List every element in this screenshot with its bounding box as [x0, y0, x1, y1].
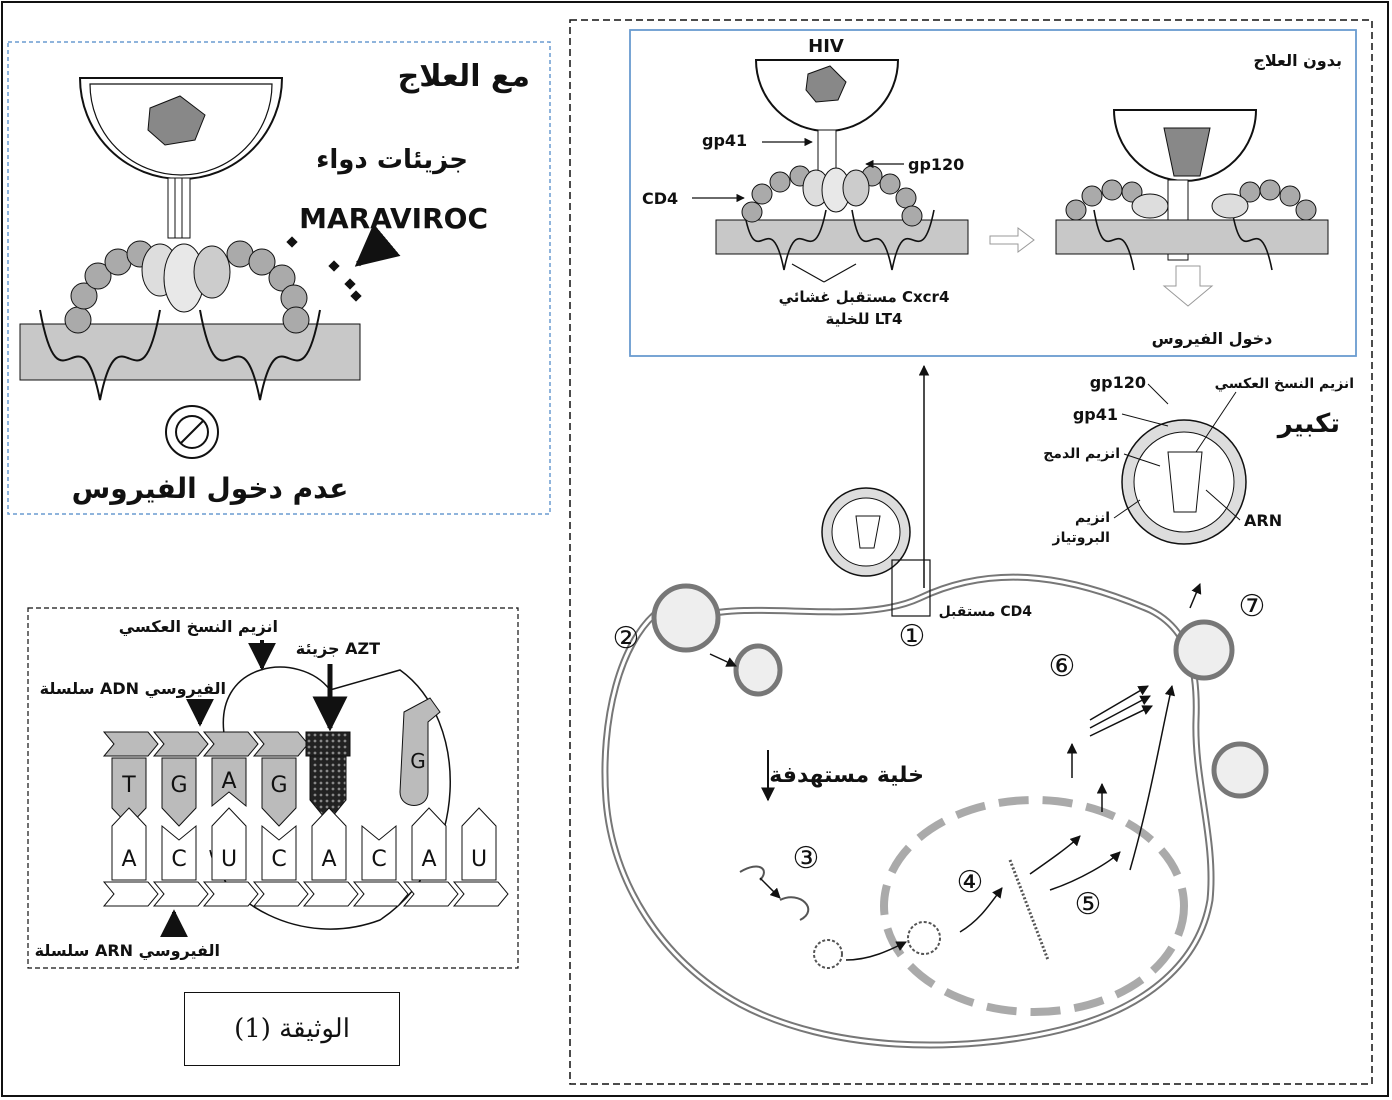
receptor-arrows [791, 263, 857, 283]
gp120-label: gp120 [908, 155, 964, 174]
svg-text:C: C [171, 847, 186, 872]
no-entry-icon [165, 405, 219, 459]
drug-name: MARAVIROC [299, 202, 488, 235]
treatment-panel-border [7, 41, 551, 515]
rt-enzyme-label: انزيم النسخ العكسي [1215, 376, 1354, 392]
free-virus [821, 487, 911, 577]
step5-arrow-b [1049, 851, 1121, 891]
svg-text:A: A [321, 847, 336, 872]
rna-backbone [102, 881, 509, 907]
step4-arrow [959, 887, 1003, 933]
azt-molecule [305, 731, 351, 757]
rna-bases [111, 807, 497, 881]
target-cell-inner [603, 575, 1213, 1047]
step2-arrow [709, 653, 737, 667]
integrase-label: انزيم الدمج [1043, 446, 1120, 462]
reverse-transcription [739, 865, 941, 969]
treatment-result: عدم دخول الفيروس [72, 472, 349, 505]
cd4-receptor-label: مستقبل CD4 [939, 604, 1033, 620]
arn-label: ARN [1244, 511, 1282, 530]
treatment-title: مع العلاج [398, 59, 530, 94]
step-4: ④ [957, 865, 984, 900]
svg-text:C: C [371, 847, 386, 872]
step3-arrow-a [759, 877, 781, 899]
step3-arrow-b [845, 941, 907, 961]
document-label: الوثيقة (1) [184, 992, 400, 1066]
svg-text:G: G [270, 773, 287, 798]
svg-text:A: A [421, 847, 436, 872]
integrated-dna [1008, 859, 1050, 961]
receptor-complex [64, 240, 310, 334]
cycle-panel-border [569, 19, 1373, 1085]
receptor-label-2: للخلية LT4 [826, 310, 903, 328]
enlarged-virus [1121, 419, 1247, 545]
step-5: ⑤ [1075, 887, 1102, 922]
azt-base [309, 755, 347, 823]
svg-text:U: U [221, 847, 237, 872]
protease-label-2: البروتياز [1052, 530, 1110, 546]
azt-panel-border [27, 607, 519, 969]
budding-virions [1173, 619, 1269, 799]
step5-arrow [1029, 835, 1081, 875]
drug-arrow [354, 223, 401, 267]
release-arrow [1189, 583, 1202, 609]
drug-title: جزيئات دواء [316, 145, 468, 175]
dna-bases [111, 757, 297, 827]
step-2: ② [613, 621, 640, 656]
cd4-label: CD4 [642, 189, 678, 208]
endocytosis-vesicle [651, 583, 783, 697]
enzyme-label: انزيم النسخ العكسي [119, 617, 278, 637]
hiv-virus-right [1112, 109, 1258, 261]
svg-text:A: A [121, 847, 136, 872]
rna-base-letters: A C U C A C A U [121, 847, 487, 872]
svg-text:U: U [471, 847, 487, 872]
entry-arrow [1162, 265, 1214, 307]
no-treatment-title: بدون العلاج [1253, 51, 1342, 70]
svg-text:T: T [121, 773, 136, 798]
drug-molecules [286, 236, 362, 302]
nucleus [880, 796, 1188, 1016]
step-1: ① [899, 619, 926, 654]
transition-arrow [989, 227, 1035, 253]
dna-backbone [102, 731, 309, 757]
step-numbers: ① ② ③ ④ ⑤ ⑥ ⑦ [613, 589, 1266, 922]
incoming-base-letter: G [410, 749, 426, 773]
protease-label-1: انزيم [1075, 510, 1110, 526]
entry-label: دخول الفيروس [1152, 329, 1273, 348]
svg-text:C: C [271, 847, 286, 872]
enlarged-leader-lines [1113, 383, 1241, 521]
svg-text:A: A [221, 769, 236, 794]
membrane-left [715, 165, 969, 271]
gp41-cycle-label: gp41 [1073, 405, 1118, 424]
step-6: ⑥ [1049, 649, 1076, 684]
hiv-virus-left [754, 59, 900, 179]
membrane-right [1055, 179, 1329, 271]
gp41-label: gp41 [702, 131, 747, 150]
no-treatment-panel [629, 29, 1357, 357]
hiv-label: HIV [808, 36, 844, 57]
enzyme-outline [209, 666, 451, 930]
virus-particle [78, 77, 284, 239]
rna-strand-label: سلسلة ARN الفيروسي [35, 941, 220, 961]
dna-strand-label: سلسلة ADN الفيروسي [40, 679, 226, 699]
svg-text:G: G [170, 773, 187, 798]
dna-base-letters: T G A G [121, 769, 287, 798]
receptor-label-1: مستقبل غشائي Cxcr4 [779, 288, 950, 306]
step-7: ⑦ [1239, 589, 1266, 624]
azt-label: جزيئة AZT [296, 639, 380, 658]
target-cell-label: خلية مستهدفة [769, 763, 924, 788]
assembly-arrows [1089, 684, 1176, 871]
enlargement-label: تكبير [1276, 409, 1340, 439]
step-3: ③ [793, 841, 820, 876]
cd4-zoom-box [891, 559, 931, 617]
incoming-nucleotide [399, 697, 441, 806]
gp120-cycle-label: gp120 [1090, 373, 1146, 392]
